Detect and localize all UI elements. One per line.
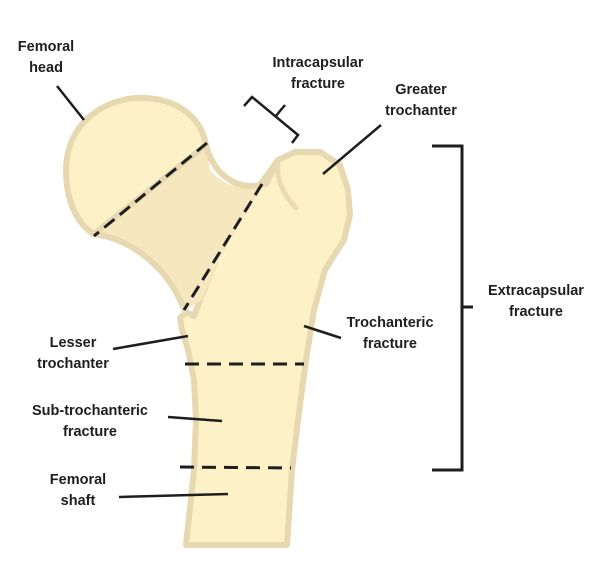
label-line: Trochanteric	[346, 315, 434, 331]
label-line: Extracapsular	[488, 283, 584, 299]
label-line: fracture	[363, 336, 417, 352]
label-sub-trochanteric-fracture: Sub-trochanteric fracture	[18, 401, 162, 443]
femoral-head	[63, 94, 209, 237]
trochanteric-fracture-leader	[303, 324, 342, 340]
label-intracapsular-fracture: Intracapsular fracture	[258, 53, 378, 95]
label-extracapsular-fracture: Extracapsular fracture	[476, 281, 596, 323]
label-femoral-head: Femoral head	[10, 37, 82, 79]
label-line: Lesser	[49, 335, 97, 351]
label-line: Sub-trochanteric	[31, 403, 148, 419]
intracapsular-bracket-tick	[274, 104, 286, 118]
basicervical-fracture-line	[182, 183, 264, 311]
intracapsular-bracket	[243, 95, 300, 144]
femoral-head-leader	[56, 85, 85, 121]
subcapital-fracture-line	[93, 141, 208, 238]
label-line: head	[29, 60, 63, 76]
femoral-neck	[94, 145, 265, 310]
label-line: Femoral	[17, 39, 75, 55]
label-line: fracture	[63, 424, 117, 440]
lesser-trochanter-leader	[112, 334, 189, 351]
label-line: trochanter	[37, 356, 109, 372]
extracapsular-bracket	[432, 144, 464, 472]
label-lesser-trochanter: Lesser trochanter	[26, 333, 120, 375]
label-trochanteric-fracture: Trochanteric fracture	[336, 313, 444, 355]
label-line: Greater	[395, 82, 447, 98]
sub-trochanteric-leader	[167, 415, 223, 423]
label-line: trochanter	[385, 103, 457, 119]
label-line: fracture	[291, 76, 345, 92]
femoral-shaft-leader	[118, 492, 229, 499]
subtrochanteric-lower-line	[179, 465, 292, 470]
greater-trochanter-fold	[275, 162, 299, 211]
neck-upper-notch	[203, 144, 281, 189]
label-line: Femoral	[49, 472, 107, 488]
label-line: fracture	[509, 304, 563, 320]
label-line: Intracapsular	[272, 55, 364, 71]
label-femoral-shaft: Femoral shaft	[42, 470, 114, 512]
neck-lower-edge	[93, 231, 189, 314]
greater-trochanter-leader	[322, 124, 382, 175]
label-line: shaft	[60, 493, 96, 509]
label-greater-trochanter: Greater trochanter	[376, 80, 466, 122]
